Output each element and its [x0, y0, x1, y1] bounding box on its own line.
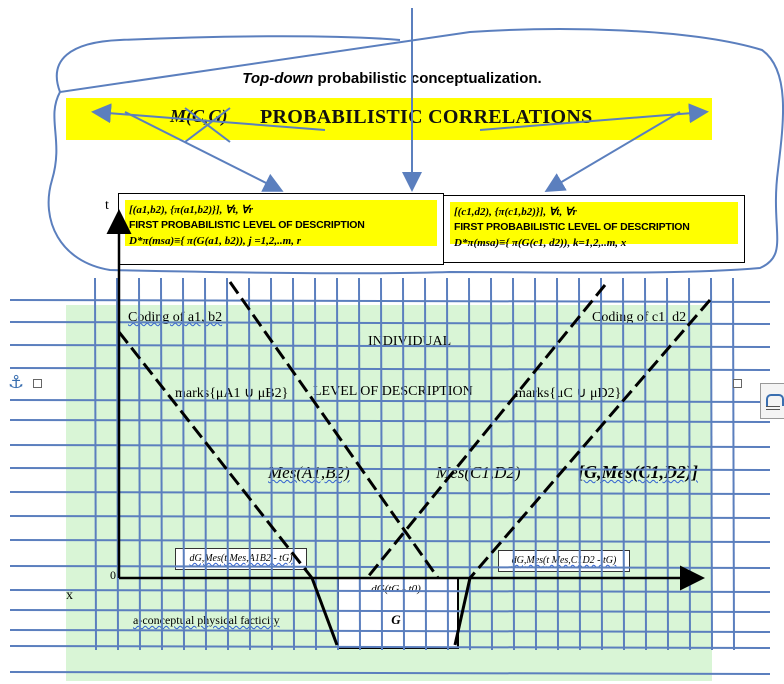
marks-right-label: marks{μC ∪ μD2} — [515, 386, 622, 401]
cloud-outline — [47, 28, 784, 275]
left-description-box: [(a1,b2), {π(a1,b2)}], ∀t, ∀r FIRST PROB… — [118, 193, 444, 265]
origin-label: 0 — [110, 568, 116, 582]
grid-line-v — [446, 277, 449, 651]
d-left-box: dG,Mes(t Mes,A1B2 - tG) — [175, 548, 307, 570]
left-box-line2: FIRST PROBABILISTIC LEVEL OF DESCRIPTION — [129, 219, 365, 231]
grid-line-v — [270, 277, 273, 651]
grid-line-h — [9, 399, 771, 403]
grid-line-v — [710, 277, 713, 651]
grid-line-v — [336, 277, 339, 651]
grid-line-h — [9, 344, 771, 348]
grid-line-v — [688, 277, 691, 651]
banner-text: PROBABILISTIC CORRELATIONS — [260, 106, 593, 128]
grid-line-h — [9, 565, 771, 569]
grid-line-v — [732, 277, 735, 651]
grid-line-v — [160, 277, 163, 651]
left-box-line3: D*π(msa)≡{ π(G(a1, b2)), j =1,2,..m, r — [129, 235, 301, 247]
g-box — [337, 577, 459, 649]
grid-line-v — [468, 277, 471, 651]
grid-line-v — [644, 277, 647, 651]
anchor-icon[interactable]: ⚓ — [8, 372, 25, 393]
grid-line-h — [9, 671, 771, 675]
grid-line-h — [9, 299, 771, 303]
right-box-line3: D*π(msa)≡{ π(G(c1, d2)), k=1,2,..m, x — [454, 237, 627, 249]
grid-line-h — [9, 515, 771, 519]
resize-handle-right[interactable] — [733, 379, 742, 388]
grid-line-v — [600, 277, 603, 651]
grid-line-h — [9, 645, 771, 649]
grid-line-v — [380, 277, 383, 651]
coding-left-label: Coding of a1, b2 — [128, 310, 223, 325]
grid-line-v — [578, 277, 581, 651]
grid-line-v — [116, 277, 119, 651]
grid-line-h — [9, 444, 771, 448]
level-label: LEVEL OF DESCRIPTION — [313, 384, 473, 399]
t-axis-label: t — [105, 198, 109, 213]
grid-line-v — [490, 277, 493, 651]
grid-line-v — [292, 277, 295, 651]
layout-options-icon[interactable] — [760, 383, 784, 419]
mes-mid-label: Mes(C1,D2) — [436, 463, 521, 482]
grid-line-h — [9, 609, 771, 613]
grid-line-v — [666, 277, 669, 651]
grid-line-v — [248, 277, 251, 651]
right-description-box: [(c1,d2), {π(c1,b2)}], ∀t, ∀r FIRST PROB… — [443, 195, 745, 263]
grid-line-h — [9, 419, 771, 423]
grid-line-v — [402, 277, 405, 651]
grid-line-v — [138, 277, 141, 651]
grid-line-h — [9, 491, 771, 495]
g-box-mark: G — [391, 612, 401, 627]
resize-handle-left[interactable] — [33, 379, 42, 388]
figure-title: Top-down probabilistic conceptualization… — [242, 70, 542, 87]
grid-line-h — [9, 539, 771, 543]
grid-line-v — [226, 277, 229, 651]
grid-line-h — [9, 367, 771, 371]
grid-line-v — [424, 277, 427, 651]
left-box-line1: [(a1,b2), {π(a1,b2)}], ∀t, ∀r — [129, 204, 254, 216]
grid-line-h — [9, 589, 771, 593]
x-axis-label: x — [66, 588, 73, 603]
grid-line-v — [204, 277, 207, 651]
grid-line-v — [556, 277, 559, 651]
grid-line-v — [622, 277, 625, 651]
right-box-line2: FIRST PROBABILISTIC LEVEL OF DESCRIPTION — [454, 221, 690, 233]
grid-line-h — [9, 467, 771, 471]
grid-line-v — [314, 277, 317, 651]
grid-line-v — [534, 277, 537, 651]
coding-right-label: Coding of c1, d2 — [592, 310, 687, 325]
right-box-line1: [(c1,d2), {π(c1,b2)}], ∀t, ∀r — [454, 206, 577, 218]
grid-line-v — [94, 277, 97, 651]
grid-line-v — [512, 277, 515, 651]
grid-line-v — [182, 277, 185, 651]
marks-left-label: marks{μA1 ∪ μB2} — [175, 386, 289, 401]
grid-line-h — [9, 629, 771, 633]
grid-line-h — [9, 321, 771, 325]
